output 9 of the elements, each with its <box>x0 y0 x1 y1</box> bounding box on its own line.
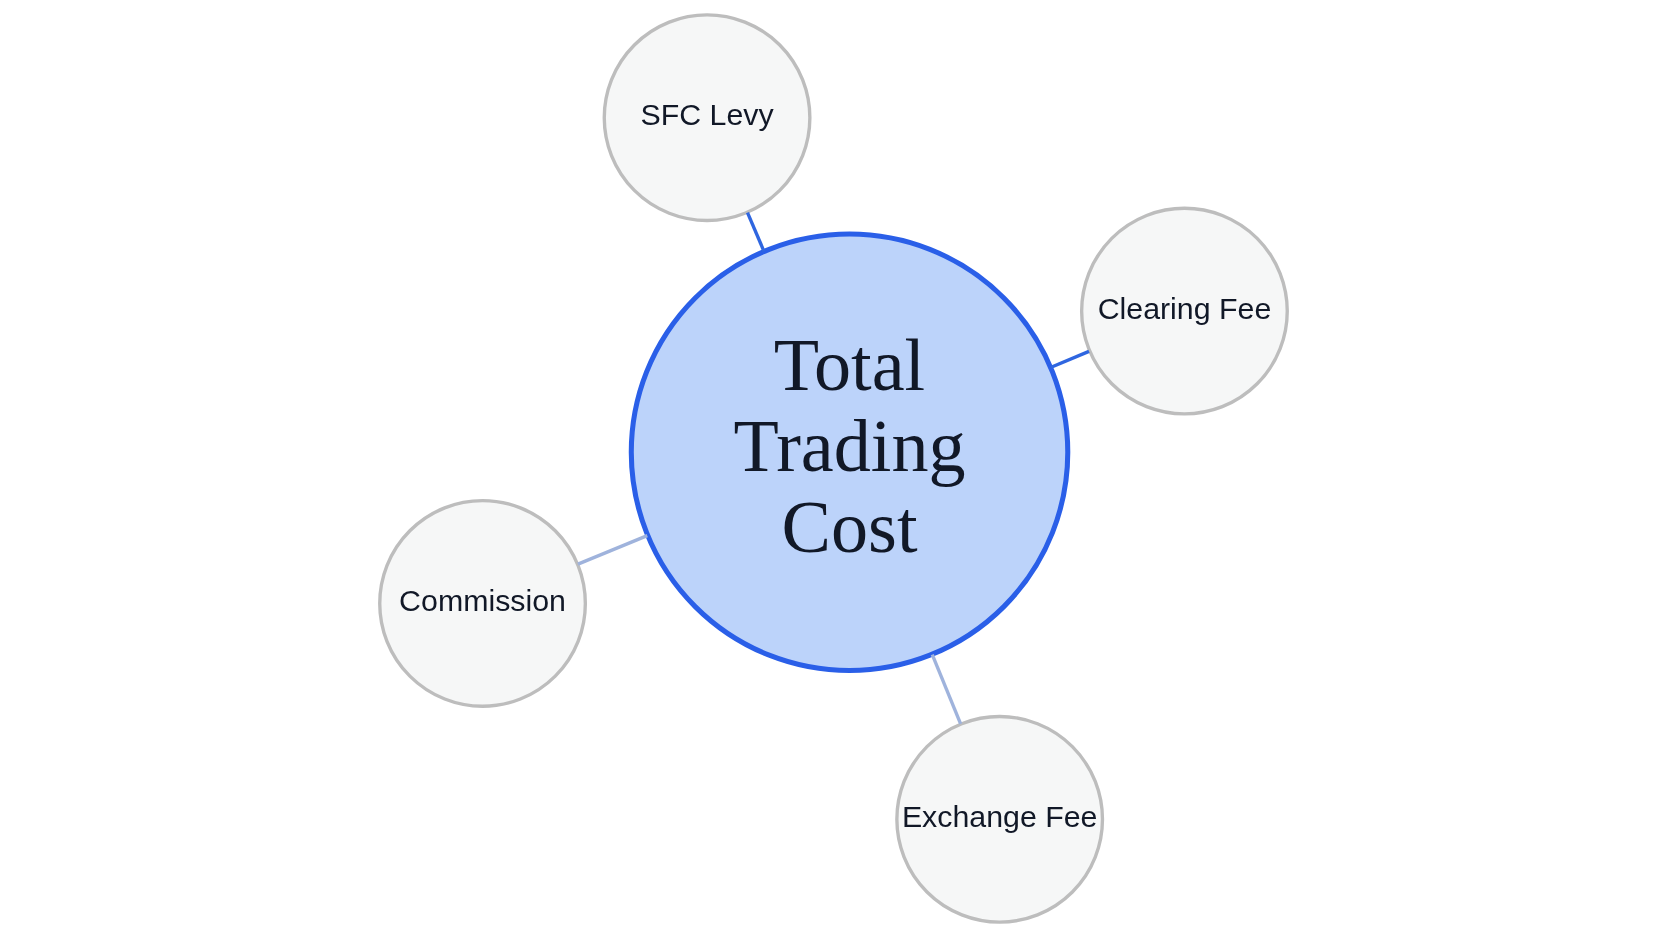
node-circle: Commission <box>377 498 587 708</box>
node-circle: Total Trading Cost <box>628 231 1070 674</box>
node-circle: Exchange Fee <box>894 714 1104 924</box>
connector <box>1049 349 1090 369</box>
node-circle: Clearing Fee <box>1079 206 1289 416</box>
node-circle: SFC Levy <box>602 13 812 223</box>
connector <box>745 211 766 253</box>
connector <box>930 653 962 725</box>
connector <box>576 534 648 566</box>
